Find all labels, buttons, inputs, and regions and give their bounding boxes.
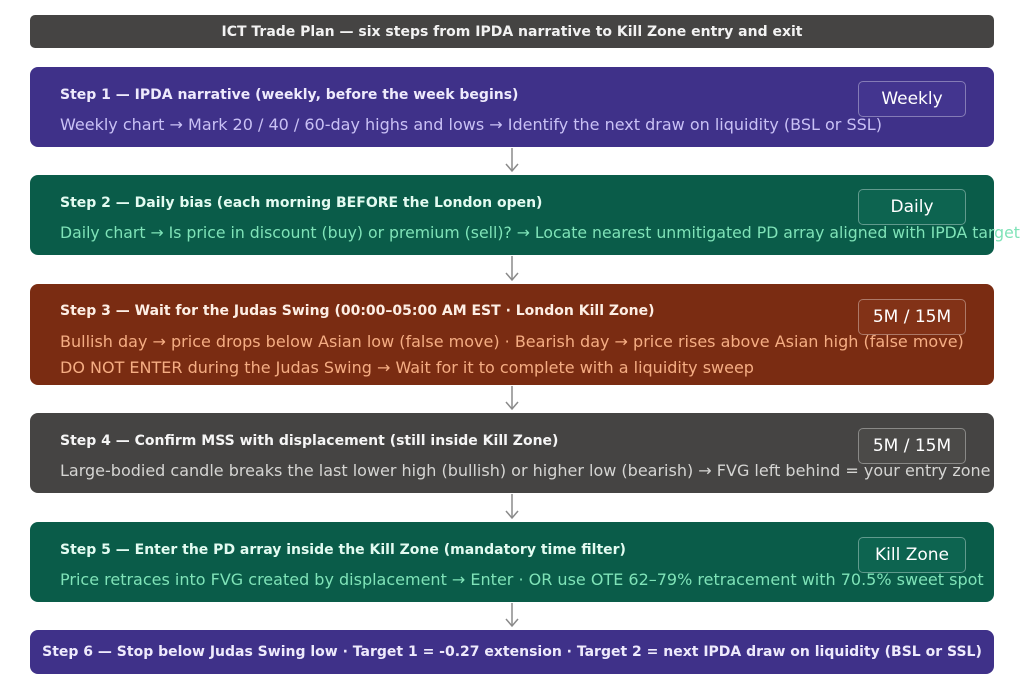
arrow-down-icon [505,494,519,520]
step-3-description-line-1: Bullish day → price drops below Asian lo… [60,332,964,351]
step-5-description: Price retraces into FVG created by displ… [60,570,984,589]
arrow-down-icon [505,603,519,628]
step-4-description: Large-bodied candle breaks the last lowe… [60,461,991,480]
step-1-card: Step 1 — IPDA narrative (weekly, before … [30,67,994,147]
step-5-title: Step 5 — Enter the PD array inside the K… [60,542,626,558]
step-1-description: Weekly chart → Mark 20 / 40 / 60-day hig… [60,115,882,134]
step-2-description: Daily chart → Is price in discount (buy)… [60,223,1020,242]
step-3-card: Step 3 — Wait for the Judas Swing (00:00… [30,284,994,385]
step-4-timeframe-button[interactable]: 5M / 15M [858,428,966,464]
arrow-down-icon [505,148,519,173]
step-1-timeframe-button[interactable]: Weekly [858,81,966,117]
step-6-card: Step 6 — Stop below Judas Swing low · Ta… [30,630,994,674]
step-2-card: Step 2 — Daily bias (each morning BEFORE… [30,175,1020,255]
arrow-down-icon [505,386,519,411]
step-3-description-line-2: DO NOT ENTER during the Judas Swing → Wa… [60,358,754,377]
step-4-card: Step 4 — Confirm MSS with displacement (… [30,413,994,493]
arrow-down-icon [505,256,519,282]
step-1-title: Step 1 — IPDA narrative (weekly, before … [60,87,519,103]
step-5-timeframe-button[interactable]: Kill Zone [858,537,966,573]
step-5-card: Step 5 — Enter the PD array inside the K… [30,522,994,602]
step-2-timeframe-button[interactable]: Daily [858,189,966,225]
step-3-timeframe-button[interactable]: 5M / 15M [858,299,966,335]
diagram-title: ICT Trade Plan — six steps from IPDA nar… [30,15,994,48]
step-6-title: Step 6 — Stop below Judas Swing low · Ta… [42,644,982,660]
step-2-title: Step 2 — Daily bias (each morning BEFORE… [60,195,543,211]
step-4-title: Step 4 — Confirm MSS with displacement (… [60,433,559,449]
step-3-title: Step 3 — Wait for the Judas Swing (00:00… [60,303,655,319]
